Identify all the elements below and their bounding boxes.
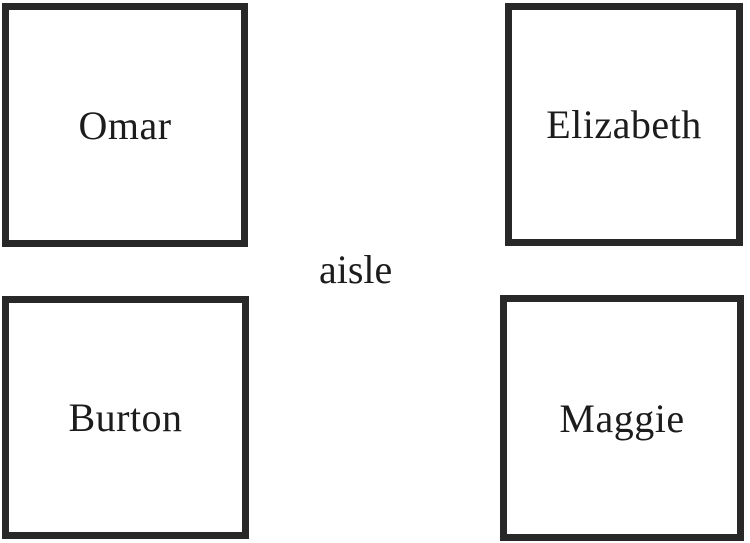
seat-box-bottom-left: Burton [2, 296, 249, 539]
aisle-label: aisle [319, 247, 393, 292]
seat-label-maggie: Maggie [559, 395, 685, 441]
seat-box-top-right: Elizabeth [505, 3, 743, 246]
seat-label-elizabeth: Elizabeth [546, 102, 702, 147]
seat-label-burton: Burton [68, 395, 183, 440]
seat-label-omar: Omar [78, 102, 172, 148]
seat-box-top-left: Omar [2, 3, 248, 247]
seat-box-bottom-right: Maggie [500, 295, 744, 541]
